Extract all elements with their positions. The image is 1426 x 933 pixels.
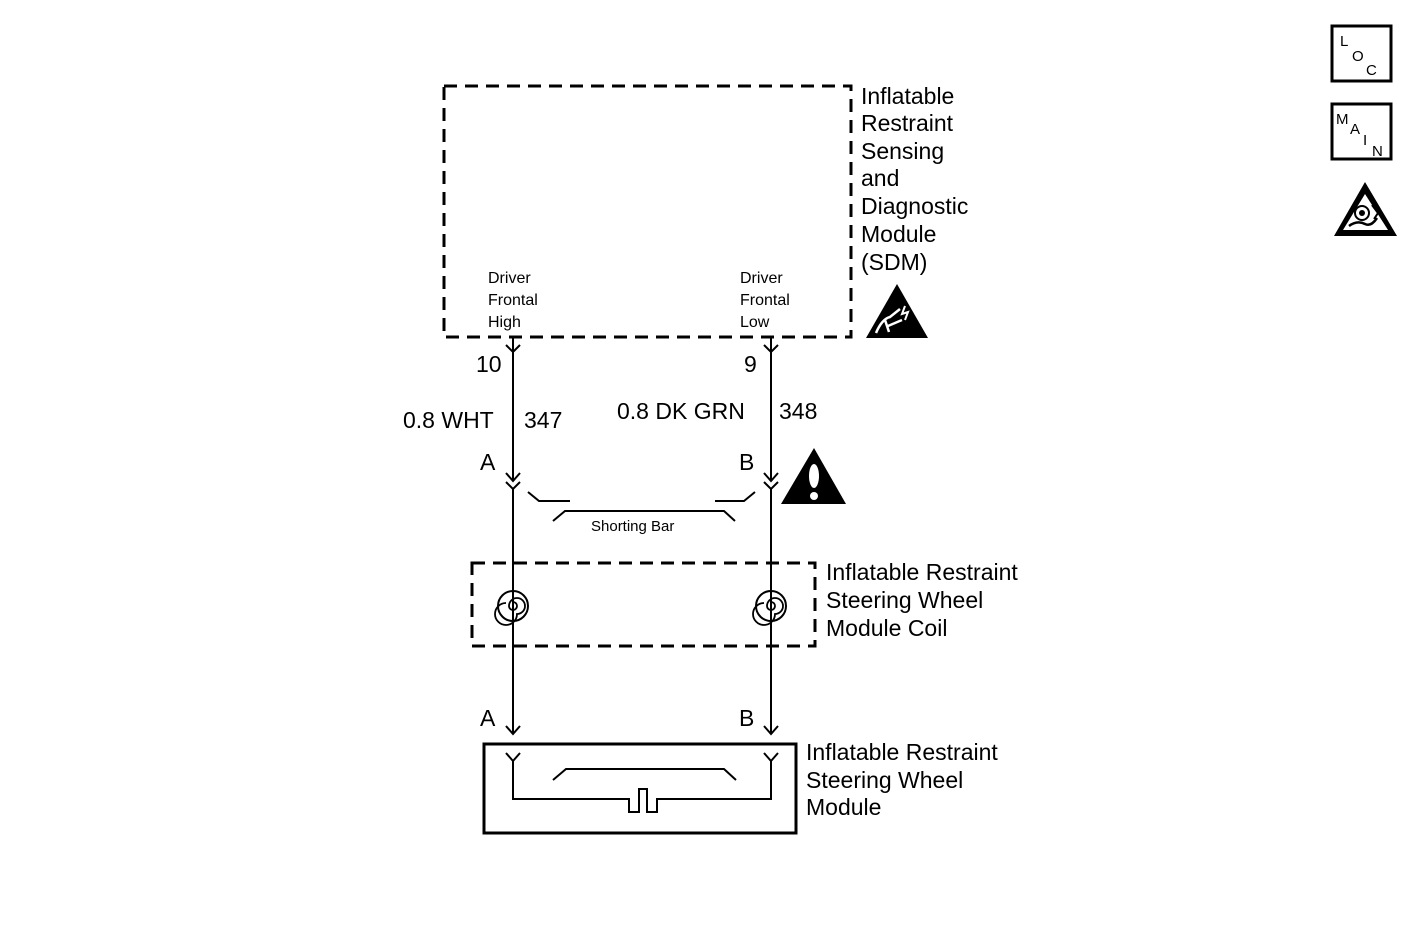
- loc-letter-o: O: [1352, 48, 1364, 65]
- connector-lower-left-arrow: [505, 725, 521, 736]
- coil-label: Inflatable Restraint Steering Wheel Modu…: [826, 559, 1018, 641]
- coil-label-line: Module Coil: [826, 615, 947, 641]
- pin-label-line: Frontal: [740, 292, 790, 309]
- coil-icon: [494, 590, 529, 626]
- module-box: [482, 742, 798, 835]
- coil-label-line: Steering Wheel: [826, 587, 983, 613]
- sdm-label-line: Restraint: [861, 110, 954, 136]
- loc-letter-l: L: [1340, 33, 1348, 50]
- connector-upper-left-arrow: [505, 472, 521, 483]
- wire-right-color: 0.8 DK GRN: [617, 398, 745, 424]
- sdm-label-line: (SDM): [861, 249, 927, 275]
- sdm-label-line: Sensing: [861, 138, 944, 164]
- coil-box: [470, 561, 817, 648]
- pin-label-line: Driver: [488, 270, 531, 287]
- main-icon[interactable]: M A I N: [1330, 102, 1393, 161]
- wire-left-color: 0.8 WHT: [403, 407, 494, 433]
- connector-upper-left-label: A: [480, 449, 496, 475]
- module-label-line: Module: [806, 794, 881, 820]
- pin-label-line: Low: [740, 314, 770, 331]
- coil-label-line: Inflatable Restraint: [826, 559, 1018, 585]
- shorting-bar-label: Shorting Bar: [591, 518, 674, 535]
- loc-icon[interactable]: L O C: [1330, 24, 1393, 83]
- pin-label-line: Driver: [740, 270, 783, 287]
- sdm-left-pin-label: Driver Frontal High: [488, 270, 538, 331]
- connector-lower-left-label: A: [480, 705, 496, 731]
- connector-upper-right-fork: [763, 481, 779, 491]
- module-label-line: Steering Wheel: [806, 767, 963, 793]
- connector-lower-right-label: B: [739, 705, 754, 731]
- loc-letter-c: C: [1366, 62, 1377, 79]
- module-label-line: Inflatable Restraint: [806, 739, 998, 765]
- warning-icon[interactable]: [781, 448, 846, 504]
- esd-icon[interactable]: [866, 284, 928, 338]
- main-letter-i: I: [1363, 132, 1367, 149]
- sdm-label-line: Inflatable: [861, 83, 954, 109]
- sdm-right-pin-label: Driver Frontal Low: [740, 270, 790, 331]
- module-label: Inflatable Restraint Steering Wheel Modu…: [806, 739, 998, 820]
- connector-lower-right-arrow: [763, 725, 779, 736]
- sdm-label-line: and: [861, 165, 899, 191]
- main-letter-m: M: [1336, 111, 1349, 128]
- pin-label-line: High: [488, 314, 521, 331]
- wire-left-circuit: 347: [524, 407, 562, 433]
- pin-number-right: 9: [744, 351, 757, 377]
- connector-upper-left-fork: [505, 481, 521, 491]
- airbag-icon[interactable]: [1334, 182, 1397, 236]
- sdm-label-line: Diagnostic: [861, 193, 968, 219]
- connector-upper-right-label: B: [739, 449, 754, 475]
- main-letter-n: N: [1372, 143, 1383, 160]
- wire-right-circuit: 348: [779, 398, 817, 424]
- pin-number-left: 10: [476, 351, 502, 377]
- pin-label-line: Frontal: [488, 292, 538, 309]
- module-inflator-circuit: [505, 752, 779, 813]
- connector-upper-right-arrow: [763, 472, 779, 483]
- sdm-label-line: Module: [861, 221, 936, 247]
- shorting-bar: [527, 491, 756, 522]
- coil-icon: [752, 590, 787, 626]
- sdm-label: Inflatable Restraint Sensing and Diagnos…: [861, 83, 968, 275]
- main-letter-a: A: [1350, 121, 1360, 138]
- sdm-box: [442, 84, 853, 339]
